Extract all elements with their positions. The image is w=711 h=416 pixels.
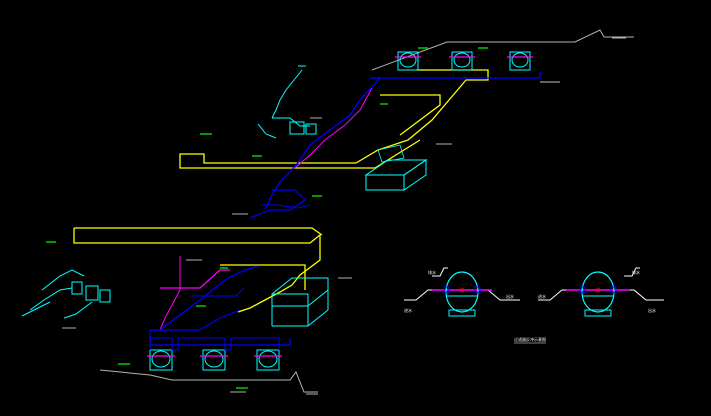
detail-unit-right: 排水 进水 出水 [538,267,664,317]
upper-blue-lower [249,189,306,219]
upper-yellow-return [356,139,421,169]
detail-left-top-label: 排水 [428,269,436,275]
detail-right-out-label: 出水 [648,307,656,313]
detail-right-top-label: 排水 [632,269,640,275]
upper-blue-header [370,72,541,79]
upper-filter-3 [507,51,533,71]
upper-green-tags [200,47,488,197]
upper-white-annotations [232,37,626,215]
upper-filter-1 [395,51,421,71]
upper-gray-top-pipe [371,29,634,71]
upper-cyan-tank [364,144,428,191]
lower-magenta-riser [159,256,181,331]
lower-white-annotations [62,259,352,395]
lower-yellow-top [74,227,323,236]
lower-cyan-pumps [21,269,111,319]
lower-gray-bottom-pipe [99,369,318,393]
lower-blue-filter-loops [149,337,280,351]
lower-cyan-tank [271,277,329,327]
upper-magenta-pipe [294,87,373,169]
detail-left-in-label: 进水 [404,307,412,313]
lower-green-tags [46,241,248,389]
upper-filter-2 [449,51,475,71]
upper-cyan-pumps [257,65,317,139]
backwash-detail: 排水 进水 出水 排水 进水 出水 过滤器反冲示意图 [404,267,664,344]
lower-blue-riser [159,265,259,331]
lower-yellow-main-pipe [73,228,321,313]
upper-system [179,29,634,219]
upper-yellow-branch [380,94,441,136]
detail-unit-left: 排水 进水 出水 [404,267,520,317]
lower-filter-1 [147,349,175,371]
detail-caption: 过滤器反冲示意图 [514,336,546,342]
lower-system [21,227,352,395]
lower-filter-3 [254,349,282,371]
lower-filter-2 [200,349,228,371]
detail-right-in-label: 进水 [538,293,546,299]
lower-yellow-branch [220,264,306,290]
detail-left-out-label: 出水 [506,293,514,299]
lower-blue-box [149,309,241,345]
upper-blue-riser [264,77,381,211]
upper-blue-tail [262,204,311,209]
lower-blue-extra [192,287,245,297]
lower-blue-header [150,338,291,346]
